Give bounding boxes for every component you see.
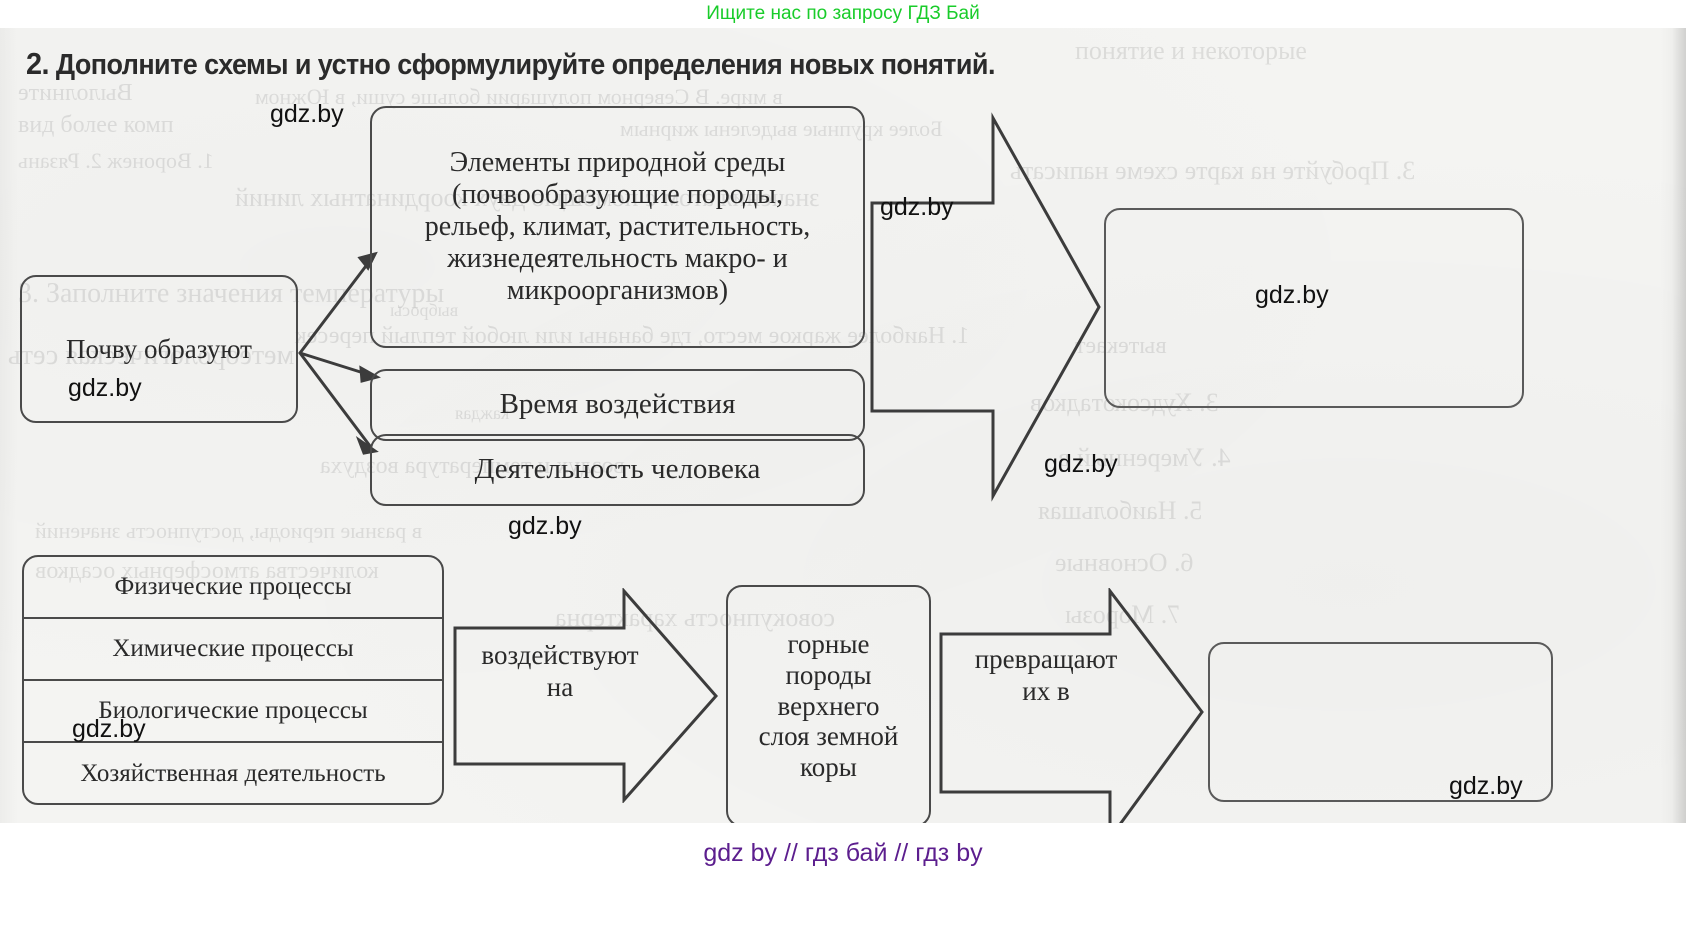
scheme1-result-box[interactable] (1104, 208, 1524, 408)
ghost-text: 5. Наибольшая (1038, 496, 1203, 525)
scheme1-factor-label-3: Деятельность человека (474, 453, 761, 486)
ghost-text: 1. Воронеж 2. Рязань (18, 148, 214, 173)
gdz-watermark: gdz.by (880, 193, 954, 221)
scheme1-factor-box-2: Время воздействия (370, 369, 865, 441)
page-edge-shadow (1672, 28, 1686, 823)
stack-row: Химические процессы (24, 619, 442, 681)
stack-row: Биологические процессы (24, 681, 442, 743)
task-heading-text: Дополните схемы и устно сформулируйте оп… (55, 49, 996, 81)
ghost-text: 6. Основные (1055, 548, 1194, 577)
stack-row: Хозяйственная деятельность (80, 760, 386, 787)
gdz-watermark: gdz.by (508, 512, 582, 540)
scheme1-block-arrow (868, 98, 1103, 516)
site-footer-text: gdz by // гдз бай // гдз by (703, 839, 983, 867)
task-heading: 2. Дополните схемы и устно сформулируйте… (26, 46, 995, 82)
ghost-text: понятие и некоторые (1075, 36, 1307, 65)
stack-row: Физические процессы (24, 557, 442, 619)
scheme2-result-box[interactable] (1208, 642, 1553, 802)
scheme1-factor-box-3: Деятельность человека (370, 434, 865, 506)
promo-banner: Ищите нас по запросу ГДЗ Бай (0, 0, 1686, 28)
ghost-text: 7. Морозы (1065, 600, 1181, 629)
ghost-text: Вылолните (18, 80, 133, 106)
scheme1-factor-box-1: Элементы природной среды(почвообразующие… (370, 106, 865, 348)
gdz-watermark: gdz.by (270, 100, 344, 128)
scheme1-factor-label-2: Время воздействия (499, 388, 736, 421)
scheme2-process-stack: Физические процессы Химические процессы … (22, 555, 444, 805)
ghost-text: 3. Пробуйте на карте схеме напиcать (1010, 156, 1416, 185)
scheme1-factor-label-1: Элементы природной среды(почвообразующие… (424, 147, 811, 306)
scheme1-source-box: Почву образуют (20, 275, 298, 423)
task-number: 2. (26, 46, 49, 81)
gdz-watermark: gdz.by (1044, 450, 1118, 478)
ghost-text: в разные периоды, доступность значений (35, 518, 423, 543)
site-footer: gdz by // гдз бай // гдз by (0, 823, 1686, 927)
scheme1-source-label: Почву образуют (66, 333, 252, 364)
ghost-text: вид более комп (18, 112, 174, 138)
ghost-text: 4. Умеренный в (1058, 443, 1231, 472)
promo-banner-text: Ищите нас по запросу ГДЗ Бай (706, 3, 980, 24)
